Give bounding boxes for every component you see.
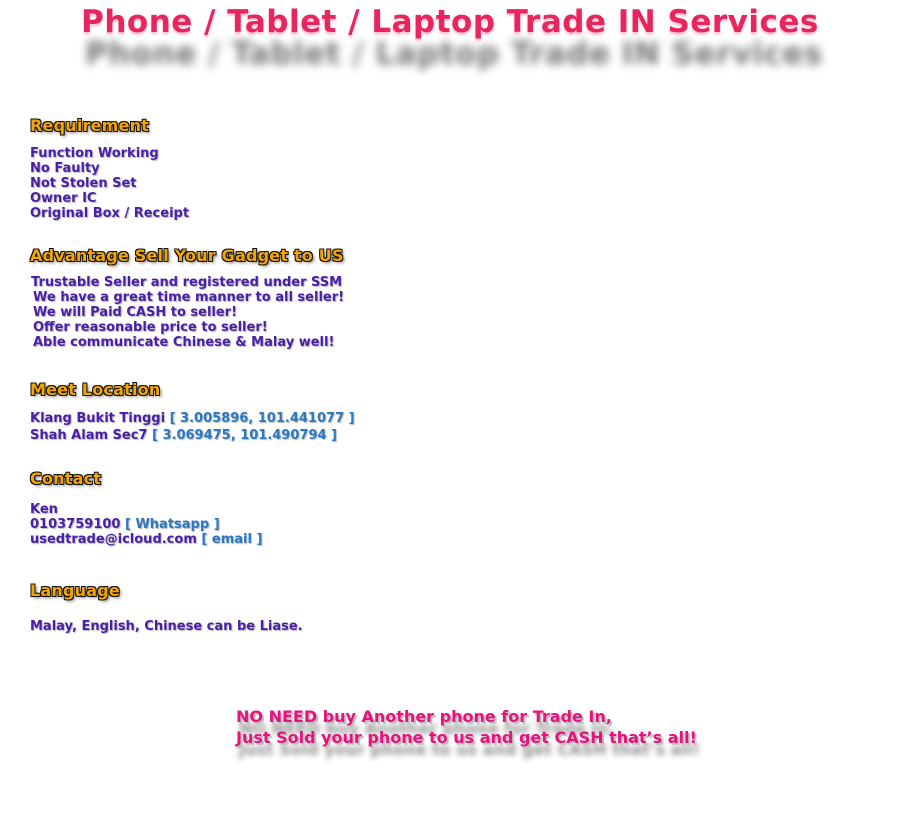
advantage-item: Able communicate Chinese & Malay well! [33, 335, 335, 350]
requirement-item: Original Box / Receipt [30, 206, 190, 221]
advantage-list: Trustable Seller and registered under SS… [31, 275, 344, 350]
location-coords-link[interactable]: [ 3.069475, 101.490794 ] [152, 428, 338, 443]
advantage-item: Trustable Seller and registered under SS… [31, 275, 343, 290]
advantage-item: Offer reasonable price to seller! [33, 320, 268, 335]
requirement-item: No Faulty [30, 161, 100, 176]
contact-name: Ken [30, 502, 58, 517]
language-value: Malay, English, Chinese can be Liase. [30, 619, 303, 634]
location-heading: Meet Location [30, 380, 161, 399]
contact-heading: Contact [30, 469, 102, 488]
footer-slogan: NO NEED buy Another phone for Trade In, … [236, 706, 697, 748]
requirement-heading: Requirement [30, 116, 150, 135]
requirement-list: Function Working No Faulty Not Stolen Se… [30, 146, 189, 221]
language-text: Malay, English, Chinese can be Liase. [30, 619, 303, 634]
language-heading: Language [30, 581, 120, 600]
requirement-item: Function Working [30, 146, 159, 161]
location-name: Klang Bukit Tinggi [30, 411, 166, 426]
contact-phone: 0103759100 [30, 517, 121, 532]
advantage-item: We have a great time manner to all selle… [33, 290, 345, 305]
page-title: Phone / Tablet / Laptop Trade IN Service… [81, 4, 819, 40]
location-item: Klang Bukit Tinggi [ 3.005896, 101.44107… [30, 410, 355, 427]
contact-phone-row: 0103759100 [ Whatsapp ] [30, 517, 262, 532]
contact-email: usedtrade@icloud.com [30, 532, 197, 547]
footer-line: NO NEED buy Another phone for Trade In, [236, 707, 612, 726]
requirement-item: Owner IC [30, 191, 97, 206]
location-name: Shah Alam Sec7 [30, 428, 148, 443]
location-coords-link[interactable]: [ 3.005896, 101.441077 ] [169, 411, 355, 426]
contact-details: Ken 0103759100 [ Whatsapp ] usedtrade@ic… [30, 502, 262, 547]
footer-line: Just Sold your phone to us and get CASH … [236, 728, 697, 747]
location-list: Klang Bukit Tinggi [ 3.005896, 101.44107… [30, 410, 355, 444]
contact-email-row: usedtrade@icloud.com [ email ] [30, 532, 262, 547]
email-link[interactable]: [ email ] [201, 532, 263, 547]
location-item: Shah Alam Sec7 [ 3.069475, 101.490794 ] [30, 427, 355, 444]
advantage-heading: Advantage Sell Your Gadget to US [30, 246, 344, 265]
whatsapp-link[interactable]: [ Whatsapp ] [125, 517, 220, 532]
advantage-item: We will Paid CASH to seller! [33, 305, 238, 320]
requirement-item: Not Stolen Set [30, 176, 137, 191]
